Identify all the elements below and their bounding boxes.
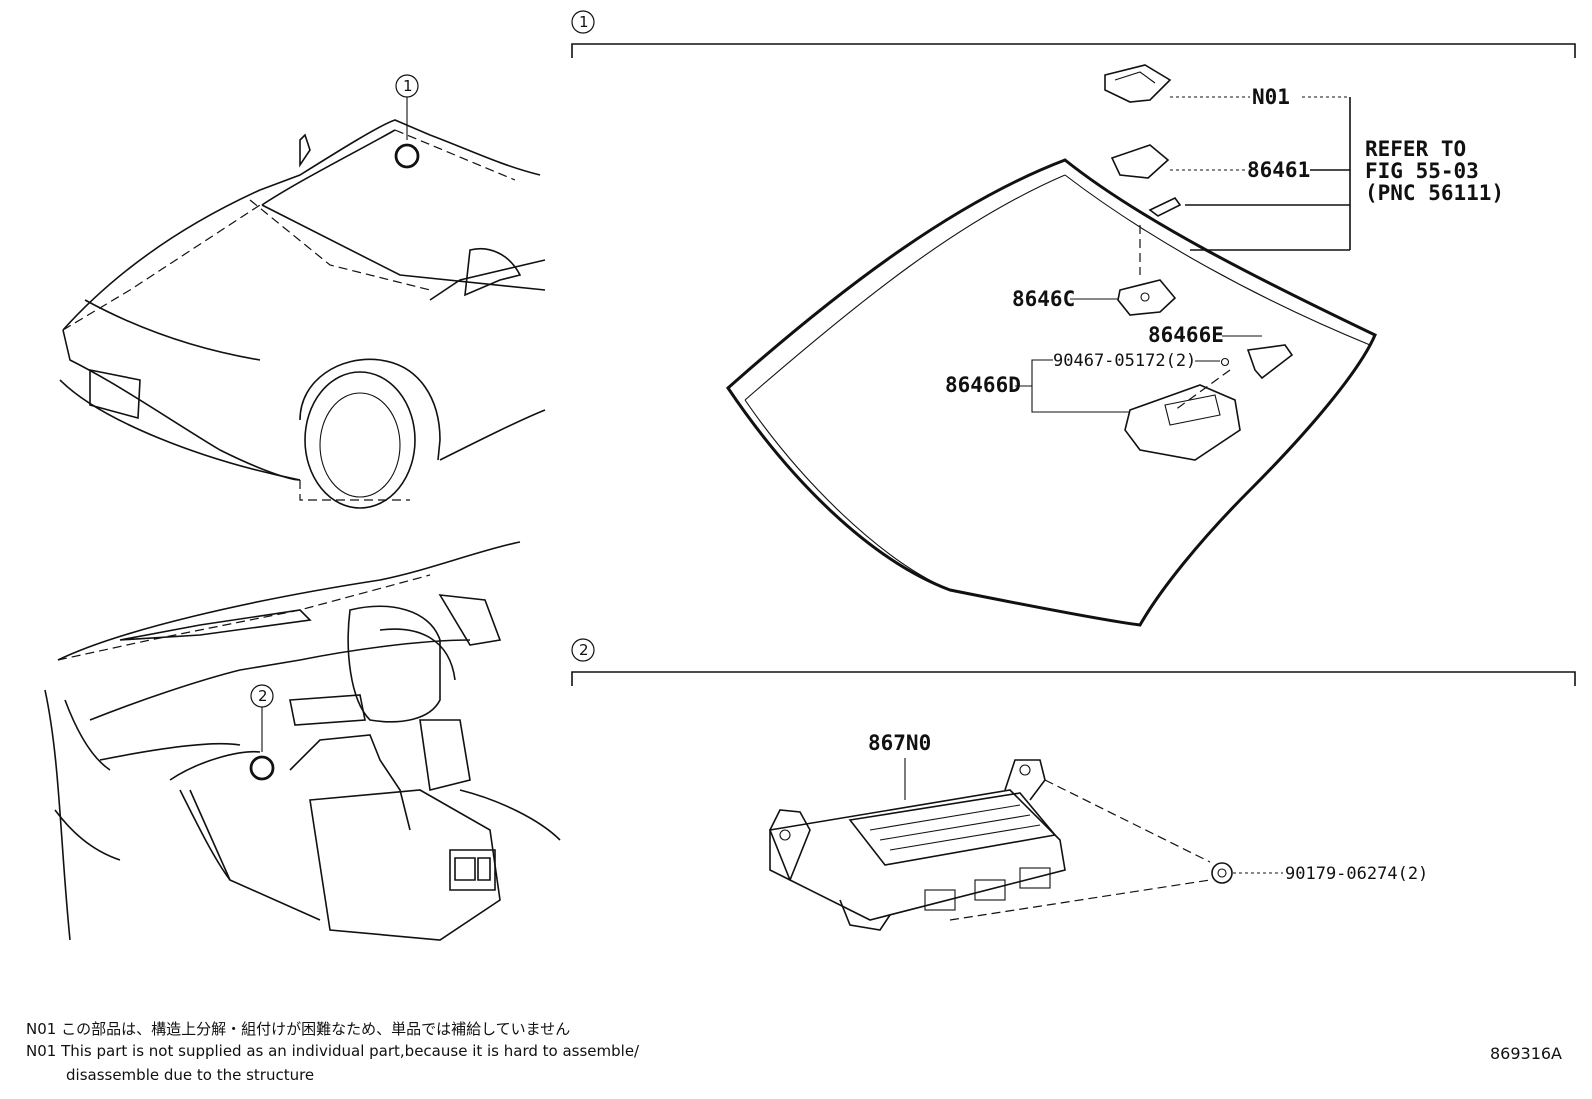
section-2-number: 2	[579, 641, 589, 659]
label-8646c: 8646C	[1012, 287, 1075, 311]
refer-line-2: FIG 55-03	[1365, 159, 1479, 183]
note-en-text-2: disassemble due to the structure	[66, 1066, 315, 1084]
note-jp: N01 この部品は、構造上分解・組付けが困難なため、単品では補給していません	[26, 1018, 570, 1039]
label-90467: 90467-05172(2)	[1053, 351, 1196, 371]
refer-line-1: REFER TO	[1365, 137, 1466, 161]
part-86461-cover	[1110, 144, 1170, 179]
car-interior-illustration	[44, 541, 561, 941]
car-exterior-illustration	[59, 119, 546, 509]
note-en: N01 This part is not supplied as an indi…	[26, 1042, 639, 1060]
callout-2-interior-number: 2	[258, 687, 268, 705]
callout-1-car-number: 1	[403, 77, 413, 95]
figure-number: 869316A	[1489, 1044, 1562, 1063]
part-wire-clip	[1148, 196, 1182, 217]
label-90179: 90179-06274(2)	[1285, 864, 1428, 884]
windshield-glass	[726, 158, 1377, 627]
label-86466d: 86466D	[945, 373, 1021, 397]
note-en-line2: disassemble due to the structure	[66, 1066, 314, 1084]
label-867n0: 867N0	[868, 731, 931, 755]
note-jp-code: N01	[26, 1020, 57, 1038]
part-86466d-cover	[1124, 369, 1241, 461]
callout-1-car: 1	[394, 74, 420, 169]
clip-90467	[1220, 357, 1230, 367]
note-en-code: N01	[26, 1042, 57, 1060]
callout-2-interior: 2	[249, 684, 275, 781]
part-n01-bracket	[1104, 64, 1172, 103]
nut-90179	[1211, 862, 1233, 884]
location-marker-2	[249, 755, 275, 781]
part-867n0-module	[768, 759, 1066, 931]
part-86466e-cover	[1246, 344, 1294, 380]
label-n01: N01	[1252, 85, 1290, 109]
label-86466e: 86466E	[1148, 323, 1224, 347]
section-2-header: 2	[571, 638, 1576, 686]
label-86461: 86461	[1247, 158, 1310, 182]
note-en-text-1: This part is not supplied as an individu…	[61, 1042, 640, 1060]
location-marker-1	[394, 143, 420, 169]
section-1-number: 1	[579, 13, 589, 31]
note-jp-text: この部品は、構造上分解・組付けが困難なため、単品では補給していません	[61, 1020, 571, 1038]
part-8646c-sensor	[1117, 279, 1177, 316]
section-1-header: 1	[571, 10, 1576, 58]
refer-line-3: (PNC 56111)	[1365, 181, 1504, 205]
